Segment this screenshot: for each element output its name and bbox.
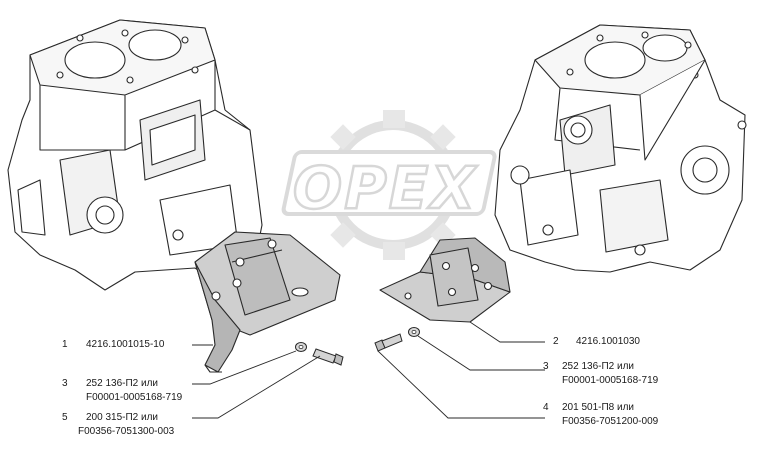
callout-3-left-line-2: F00001-0005168-719 — [86, 392, 183, 403]
callout-3-left-line-1: 252 136-П2 или — [86, 378, 159, 389]
callout-3-right-number: 3 — [543, 361, 549, 372]
engine-block-left — [7, 19, 263, 291]
opex-watermark: OPEX — [281, 110, 497, 260]
washer-left — [295, 342, 307, 352]
callout-5-number: 5 — [62, 412, 68, 423]
callout-2-number: 2 — [553, 336, 559, 347]
callout-3-right-line-2: F00001-0005168-719 — [562, 375, 659, 386]
leader-3-left — [192, 350, 297, 385]
callout-4-number: 4 — [543, 402, 549, 413]
callout-4-line-2: F00356-7051200-009 — [562, 416, 659, 427]
leader-4 — [377, 350, 545, 419]
callout-4-line-1: 201 501-П8 или — [562, 402, 635, 413]
bolt-right — [374, 333, 403, 352]
engine-mount-bracket-left — [194, 231, 341, 373]
washer-right — [408, 327, 420, 337]
watermark-logo-text: OPEX — [293, 154, 478, 222]
callout-3-left-number: 3 — [62, 378, 68, 389]
callout-5-line-1: 200 315-П2 или — [86, 412, 159, 423]
leader-2 — [469, 321, 545, 343]
callout-1-number: 1 — [62, 339, 68, 350]
engine-mount-bracket-right — [379, 237, 511, 323]
callout-1-part-code: 4216.1001015-10 — [86, 339, 165, 350]
callout-2-part-code: 4216.1001030 — [576, 336, 640, 347]
callout-3-right-line-1: 252 136-П2 или — [562, 361, 635, 372]
leader-lines — [192, 321, 545, 419]
leader-3-right — [417, 335, 545, 371]
engine-block-right — [494, 24, 747, 273]
bolt-left — [312, 348, 344, 366]
leader-5 — [192, 355, 321, 419]
callout-5-line-2: F00356-7051300-003 — [78, 426, 175, 437]
